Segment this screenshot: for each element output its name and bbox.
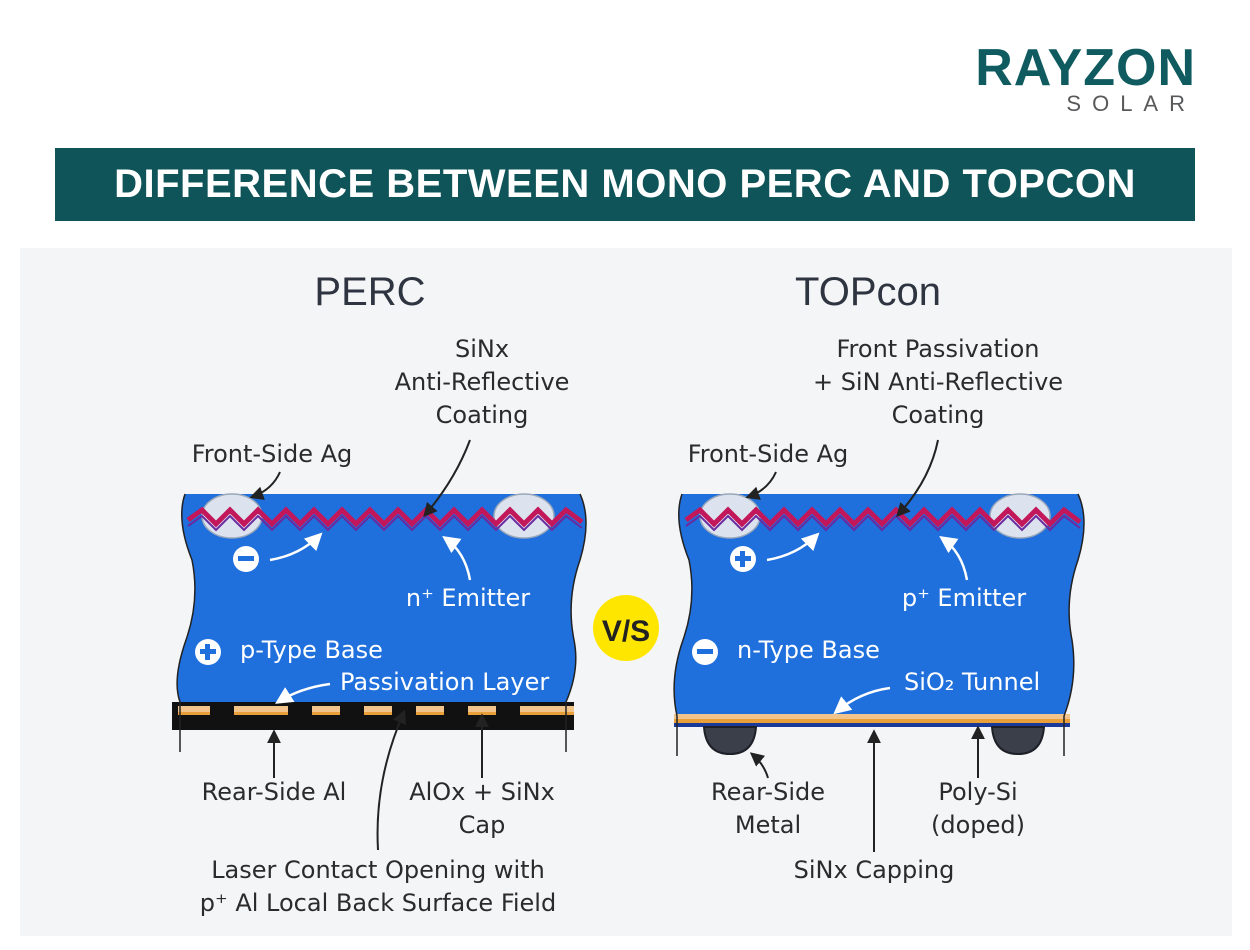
topcon-sinx-label: SiNx Capping (794, 856, 955, 884)
perc-coating-label-3: Coating (436, 401, 529, 429)
topcon-front-ag-arrow (745, 471, 777, 500)
topcon-left-edge (673, 493, 693, 756)
topcon-rear-metal-arrow (749, 752, 769, 779)
brand-sub: SOLAR (1066, 91, 1196, 116)
perc-emitter-label: n⁺ Emitter (406, 584, 530, 612)
perc-coating-arrow (423, 439, 471, 518)
topcon-title: TOPcon (795, 270, 941, 314)
topcon-tunnel-stripe (674, 714, 1070, 719)
perc-antireflective-coating (186, 506, 584, 528)
perc-laser-opening (288, 704, 312, 716)
page-title: DIFFERENCE BETWEEN MONO PERC AND TOPCON (55, 148, 1195, 221)
topcon-emitter-arrow (939, 535, 969, 581)
topcon-rear-metal-label-2: Metal (735, 811, 801, 839)
perc-aloxcap-label-1: AlOx + SiNx (409, 778, 555, 806)
perc-laser-opening (444, 704, 468, 716)
topcon-sinx-stripe (674, 723, 1070, 727)
perc-rear-al-label: Rear-Side Al (202, 778, 347, 806)
perc-emitter-arrow (442, 535, 472, 581)
topcon-antireflective-coating (684, 506, 1082, 528)
topcon-rear-metal-contact (990, 726, 1046, 756)
perc-passivation-arrow (275, 682, 331, 704)
vs-badge (593, 595, 659, 661)
perc-laser-arrow (376, 709, 406, 851)
topcon-coating-label-2: + SiN Anti-Reflective (813, 368, 1063, 396)
perc-laser-label-1: Laser Contact Opening with (211, 856, 545, 884)
perc-aloxcap-label-2: Cap (459, 811, 506, 839)
topcon-polysi-label-2: (doped) (931, 811, 1025, 839)
topcon-tunnel-label: SiO₂ Tunnel (904, 668, 1040, 696)
topcon-silicon-body (674, 494, 1084, 716)
topcon-front-ag-contact (989, 493, 1051, 539)
topcon-emitter-label: p⁺ Emitter (902, 584, 1026, 612)
perc-passivation-label: Passivation Layer (340, 668, 549, 696)
topcon-coating-arrow (896, 439, 939, 518)
topcon-tunnel-arrow (833, 686, 891, 715)
topcon-rear-metal-label-1: Rear-Side (711, 778, 825, 806)
brand-name: RAYZON (975, 39, 1196, 97)
perc-emitter-line (187, 514, 583, 532)
vs-badge-text: V/S (602, 615, 650, 648)
topcon-coating-label-1: Front Passivation (837, 335, 1040, 363)
perc-laser-opening (340, 704, 364, 716)
topcon-carrier-arrow (766, 532, 820, 562)
perc-title: PERC (314, 270, 425, 314)
perc-front-ag-arrow (249, 471, 281, 500)
perc-coating-label-2: Anti-Reflective (395, 368, 570, 396)
perc-base-label: p-Type Base (240, 636, 383, 664)
topcon-front-ag-label: Front-Side Ag (688, 440, 849, 468)
topcon-base-label: n-Type Base (737, 636, 880, 664)
perc-right-edge (565, 493, 587, 752)
perc-laser-opening (210, 704, 234, 716)
perc-cell (172, 493, 587, 752)
perc-left-edge (176, 493, 196, 752)
perc-alox-stripe (178, 712, 574, 715)
topcon-coating-label-3: Coating (892, 401, 985, 429)
topcon-right-edge (1063, 493, 1085, 756)
perc-laser-opening (496, 704, 520, 716)
brand-logo: RAYZON SOLAR (940, 40, 1200, 120)
perc-laser-label-2: p⁺ Al Local Back Surface Field (200, 889, 556, 917)
perc-front-ag-contact (493, 493, 555, 539)
topcon-polysi-stripe (674, 719, 1070, 723)
topcon-emitter-line (685, 514, 1081, 532)
perc-coating-label-1: SiNx (455, 335, 509, 363)
perc-passivation-stripe (178, 706, 574, 712)
perc-carrier-arrow (269, 532, 323, 562)
perc-front-ag-label: Front-Side Ag (192, 440, 353, 468)
topcon-cell (673, 493, 1085, 756)
perc-silicon-body (177, 494, 586, 702)
topcon-rear-metal-contact (702, 726, 758, 756)
topcon-polysi-label-1: Poly-Si (938, 778, 1017, 806)
